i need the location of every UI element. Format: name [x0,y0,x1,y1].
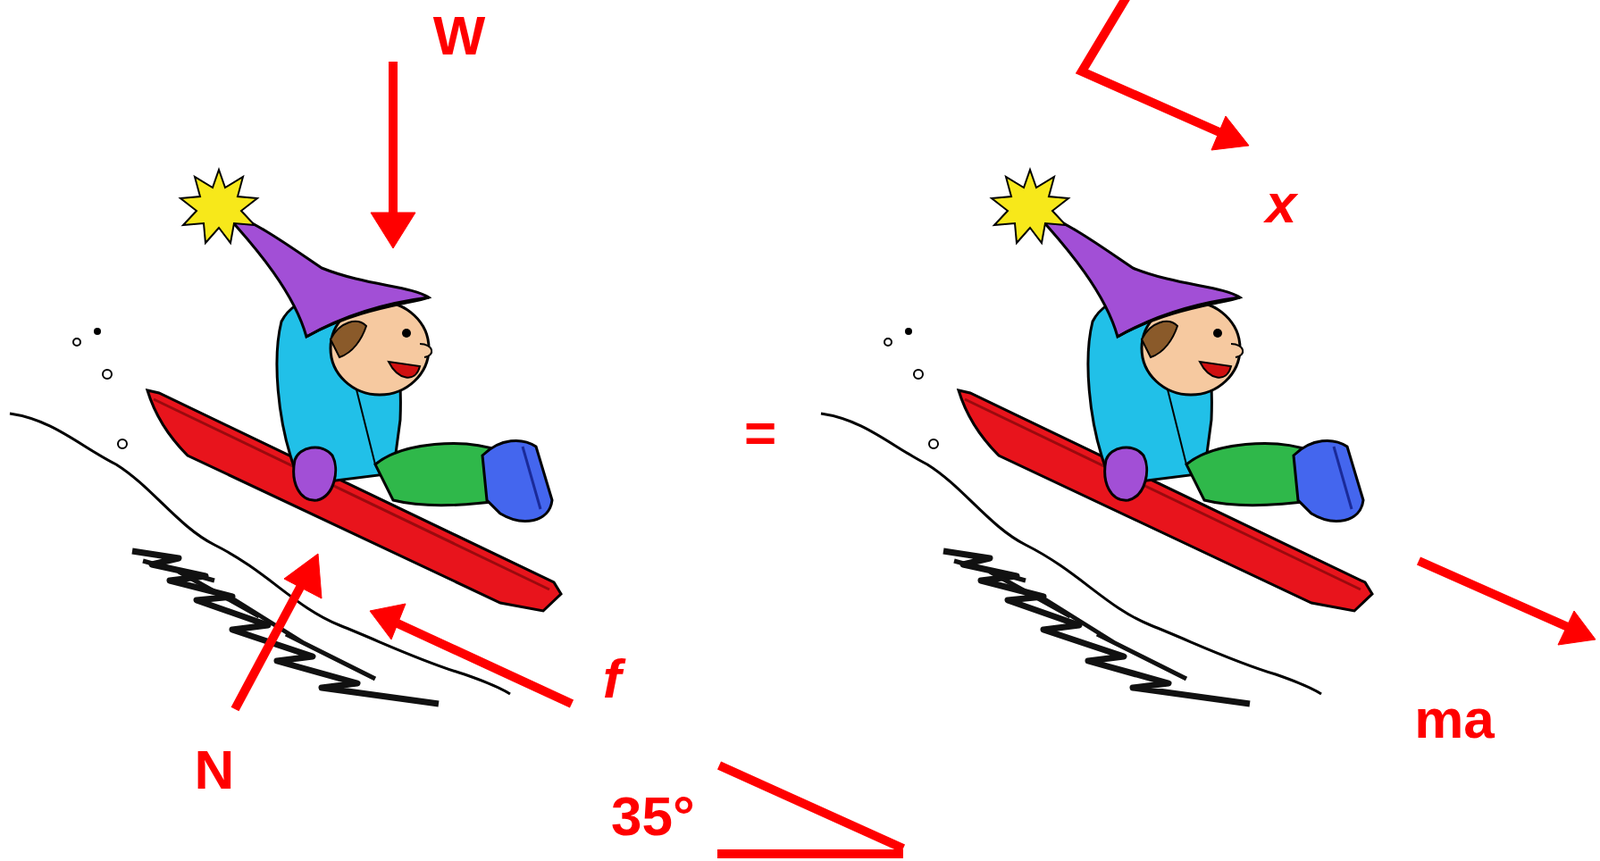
force-label: ma [1414,691,1495,747]
axis-arrow [1081,0,1249,151]
force-arrow [370,61,416,249]
axis-label: x [1265,175,1297,232]
force-label: N [194,742,235,798]
force-arrow [1418,561,1596,646]
angle-label: 35° [611,788,696,845]
force-arrow [369,603,572,704]
equals-sign: = [744,405,777,461]
force-arrow [234,553,322,710]
sled-rider [820,169,1373,704]
force-label: W [433,8,486,64]
angle-symbol [717,765,904,855]
force-label: f [603,651,622,707]
